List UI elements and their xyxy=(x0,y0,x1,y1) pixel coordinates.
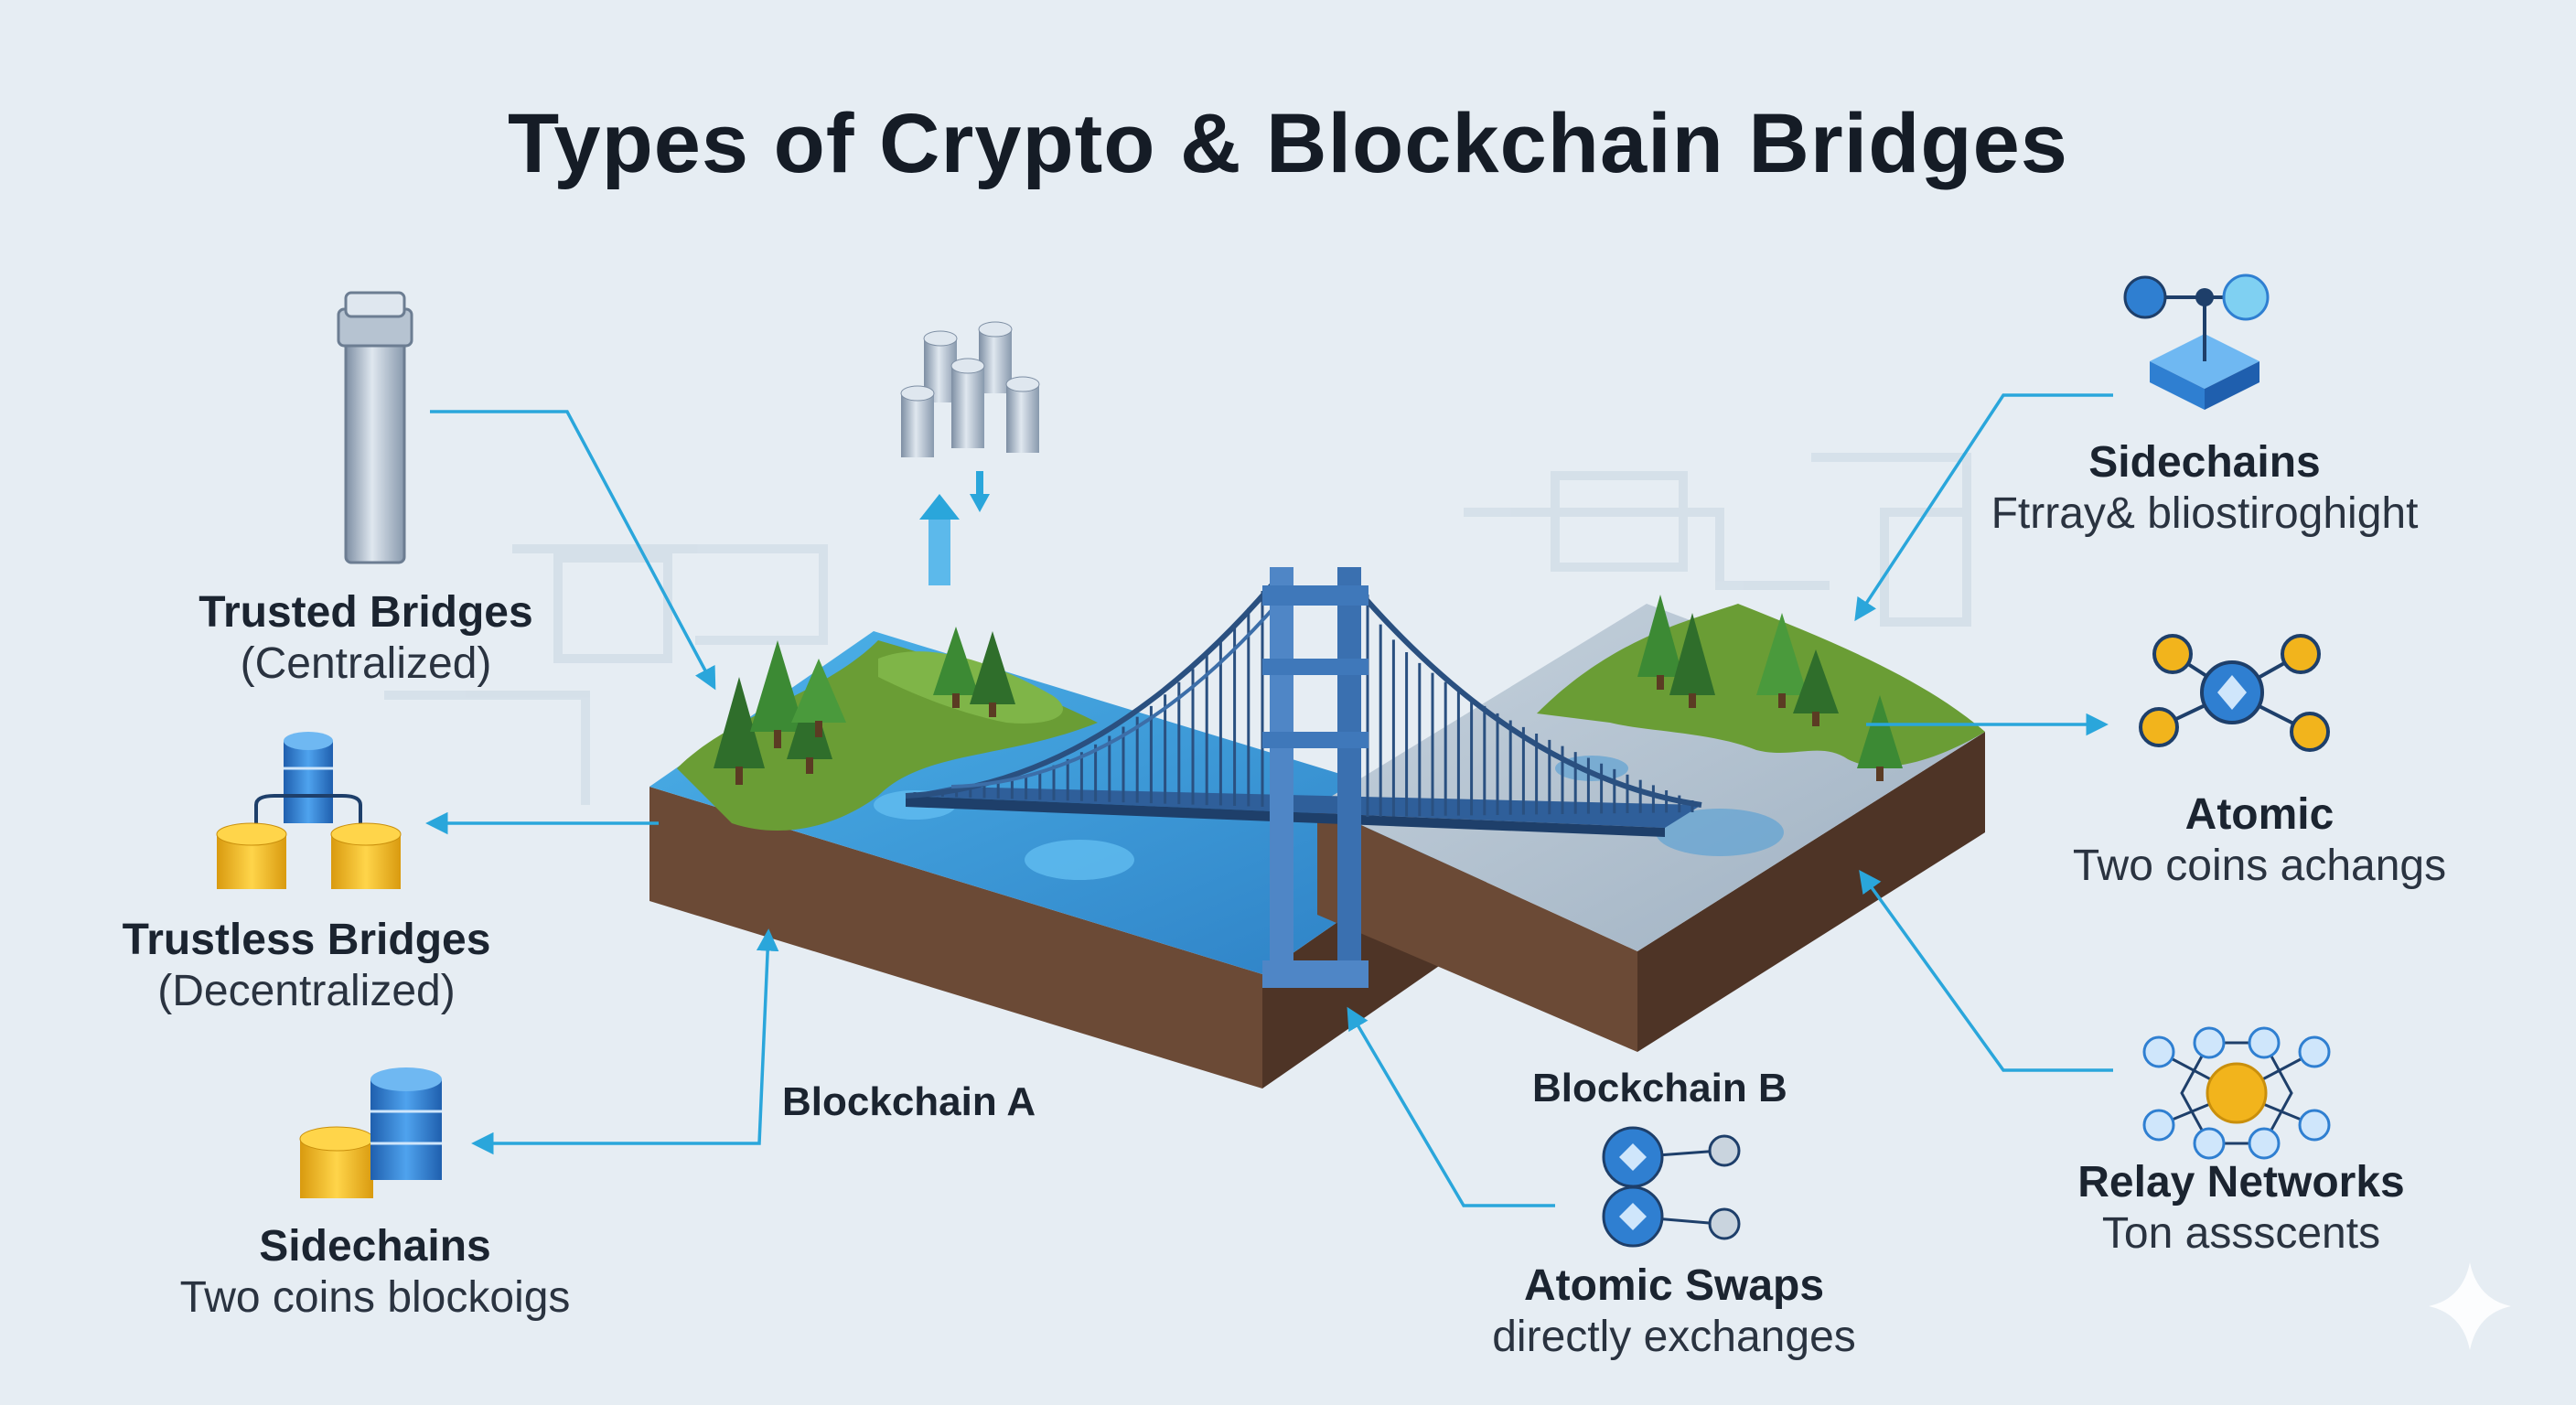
sidechains-left-sub: Two coins blockoigs xyxy=(179,1273,571,1322)
sidechain-node-icon xyxy=(2123,273,2270,410)
arrow-trusted xyxy=(430,410,716,691)
blockchain-b-label: Blockchain B xyxy=(1532,1066,1787,1110)
atomic-swaps-heading: Atomic Swaps xyxy=(1523,1261,1825,1310)
atomic-swaps-sub: directly exchanges xyxy=(1492,1313,1856,1361)
arrow-sidechains-right xyxy=(1854,393,2113,622)
label-sidechains-left: Sidechains Two coins blockoigs xyxy=(146,1221,604,1324)
arrow-sidechains-left-in xyxy=(659,928,779,1145)
trustless-heading: Trustless Bridges xyxy=(122,916,491,964)
circuit-background xyxy=(384,453,1971,805)
trusted-sub: (Centralized) xyxy=(240,639,492,688)
pointer-arrows xyxy=(425,393,2113,1207)
blockchain-b-island xyxy=(1317,595,1985,1052)
coin-stack-icon xyxy=(299,1067,442,1198)
arrow-atomic-swaps xyxy=(1347,1006,1555,1207)
database-coins-icon xyxy=(216,732,402,889)
trustless-sub: (Decentralized) xyxy=(157,967,456,1015)
coin-network-icon xyxy=(2139,634,2330,752)
sidechains-right-sub: Ftrray& bliostiroghight xyxy=(1991,489,2419,538)
label-atomic-swaps: Atomic Swaps directly exchanges xyxy=(1445,1260,1903,1363)
sidechains-right-heading: Sidechains xyxy=(2088,438,2321,487)
sparkle-icon xyxy=(2429,1262,2511,1350)
trees-b xyxy=(1637,595,1903,781)
atomic-sub: Two coins achangs xyxy=(2072,842,2447,890)
relay-network-icon xyxy=(2142,1026,2331,1160)
label-atomic: Atomic Two coins achangs xyxy=(2031,789,2488,892)
page-title: Types of Crypto & Blockchain Bridges xyxy=(508,97,2068,190)
suspension-bridge xyxy=(905,567,1702,988)
sidechains-left-heading: Sidechains xyxy=(259,1222,491,1271)
trees-a xyxy=(714,627,1015,785)
relay-heading: Relay Networks xyxy=(2077,1158,2405,1207)
relay-sub: Ton assscents xyxy=(2101,1209,2381,1258)
label-trusted-bridges: Trusted Bridges (Centralized) xyxy=(183,587,549,690)
cylinders-icon xyxy=(900,321,1040,585)
blockchain-a-label: Blockchain A xyxy=(782,1079,1036,1124)
swap-nodes-icon xyxy=(1602,1126,1741,1248)
trusted-heading: Trusted Bridges xyxy=(199,588,533,637)
server-pillar-icon xyxy=(337,291,413,564)
label-sidechains-right: Sidechains Ftrray& bliostiroghight xyxy=(1967,437,2442,540)
label-relay-networks: Relay Networks Ton assscents xyxy=(2012,1157,2470,1260)
label-trustless-bridges: Trustless Bridges (Decentralized) xyxy=(101,915,512,1017)
atomic-heading: Atomic xyxy=(2184,790,2334,839)
arrow-relay xyxy=(1859,870,2113,1072)
